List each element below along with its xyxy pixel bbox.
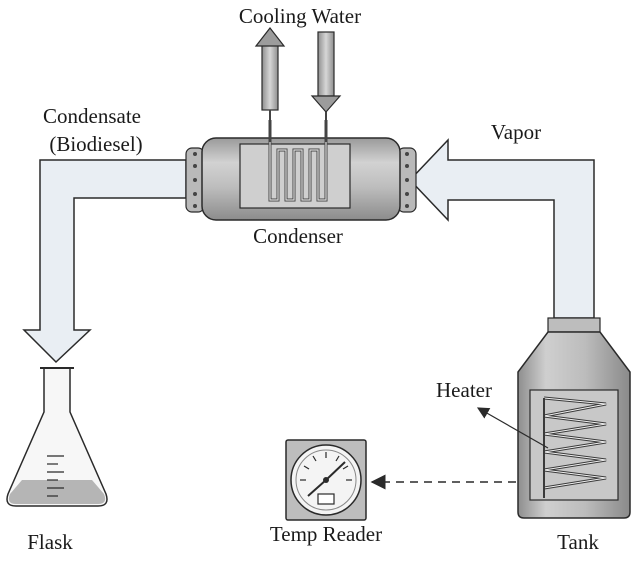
cooling-water-out [254, 27, 286, 142]
cooling-water-label: Cooling Water [238, 4, 362, 28]
temp-reader [285, 439, 367, 521]
cooling-water-in [310, 31, 342, 142]
heater-coil [543, 396, 607, 498]
vapor-pipe [408, 138, 595, 319]
tank-label: Tank [557, 530, 599, 554]
flask-label: Flask [27, 530, 73, 554]
temp-reader-label: Temp Reader [269, 522, 383, 546]
tank [517, 317, 631, 519]
heater-pointer [476, 407, 549, 449]
vapor-label: Vapor [490, 120, 542, 144]
heater-label: Heater [436, 378, 492, 402]
condensate-label: Condensate [43, 104, 141, 128]
biodiesel-label: (Biodiesel) [49, 132, 143, 156]
condensate-pipe [22, 159, 187, 364]
condenser-label: Condenser [253, 224, 343, 248]
condenser [185, 120, 417, 221]
flask [6, 367, 108, 507]
